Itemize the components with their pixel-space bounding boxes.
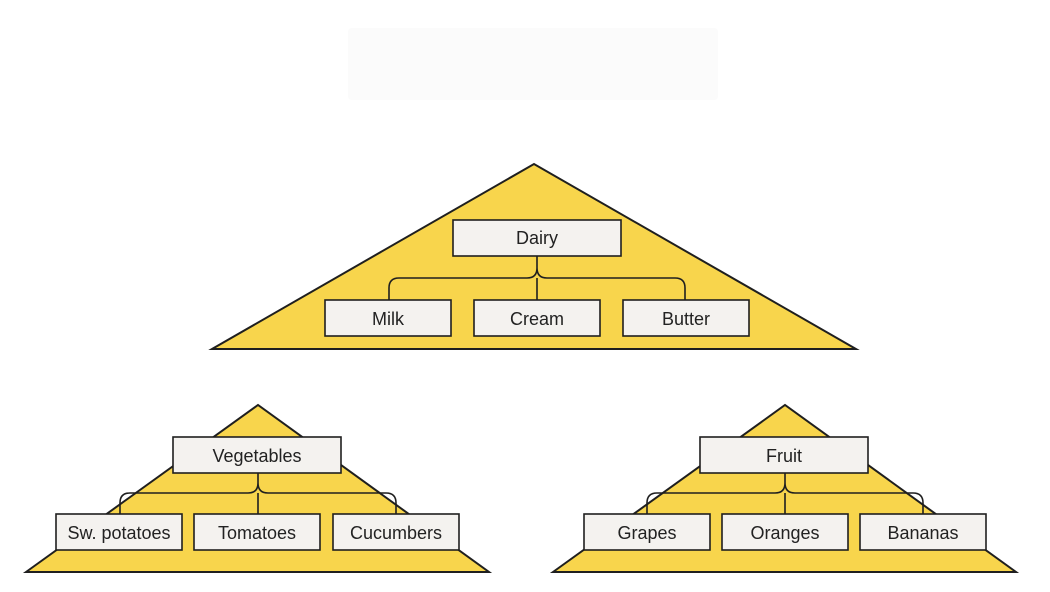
vegetables-root-node: Vegetables xyxy=(172,436,342,474)
vegetables-connector xyxy=(119,473,397,514)
fruit-child-label-1: Grapes xyxy=(617,523,676,543)
dairy-child-label-3: Butter xyxy=(662,309,710,329)
dairy-child-node-1: Milk xyxy=(324,299,452,337)
vegetables-child-node-2: Tomatoes xyxy=(193,513,321,551)
fruit-child-label-3: Bananas xyxy=(887,523,958,543)
vegetables-child-node-3: Cucumbers xyxy=(332,513,460,551)
fruit-connector xyxy=(646,473,924,514)
title-placeholder xyxy=(348,28,718,100)
dairy-child-label-2: Cream xyxy=(510,309,564,329)
group-fruit: Fruit Grapes Oranges Bananas xyxy=(549,403,1020,573)
dairy-child-node-2: Cream xyxy=(473,299,601,337)
fruit-child-label-2: Oranges xyxy=(750,523,819,543)
vegetables-child-label-1: Sw. potatoes xyxy=(67,523,170,543)
fruit-child-node-2: Oranges xyxy=(721,513,849,551)
fruit-child-node-1: Grapes xyxy=(583,513,711,551)
vegetables-child-label-3: Cucumbers xyxy=(350,523,442,543)
vegetables-child-label-2: Tomatoes xyxy=(218,523,296,543)
vegetables-child-node-1: Sw. potatoes xyxy=(55,513,183,551)
group-vegetables: Vegetables Sw. potatoes Tomatoes Cucumbe… xyxy=(22,403,493,573)
dairy-child-node-3: Butter xyxy=(622,299,750,337)
vegetables-root-label: Vegetables xyxy=(212,446,301,466)
fruit-child-node-3: Bananas xyxy=(859,513,987,551)
fruit-root-node: Fruit xyxy=(699,436,869,474)
fruit-root-label: Fruit xyxy=(766,446,802,466)
dairy-connector xyxy=(388,256,686,300)
dairy-child-label-1: Milk xyxy=(372,309,405,329)
dairy-root-node: Dairy xyxy=(452,219,622,257)
dairy-root-label: Dairy xyxy=(516,228,558,248)
group-dairy: Dairy Milk Cream Butter xyxy=(208,162,860,350)
